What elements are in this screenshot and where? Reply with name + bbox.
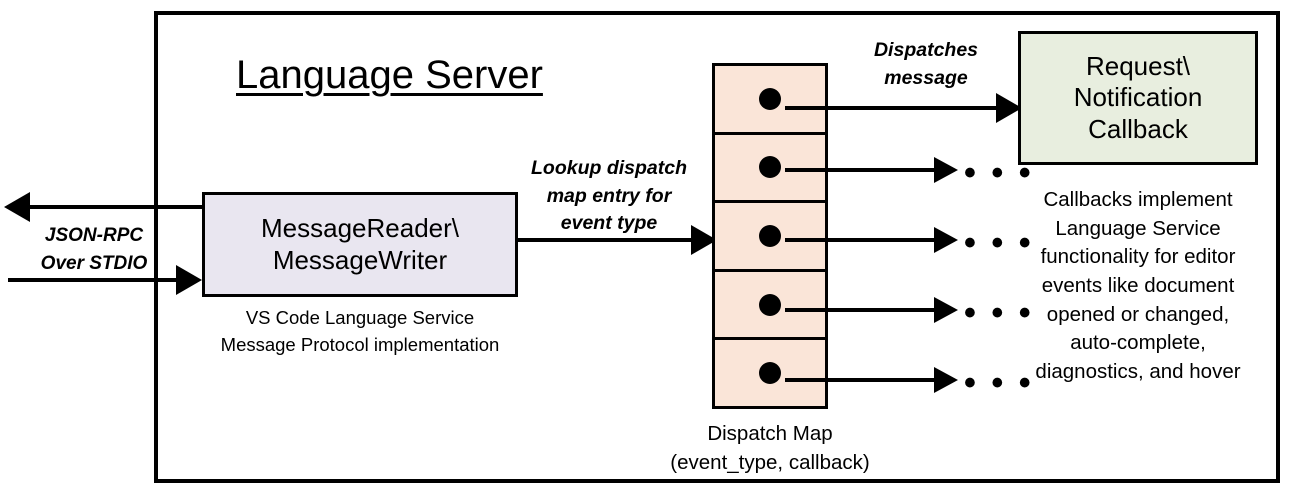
dispatch-arrow-1-line <box>785 106 1020 110</box>
rpc-label-line-2: Over STDIO <box>40 252 148 274</box>
lookup-dispatch-label: Lookup dispatch map entry for event type <box>519 155 699 238</box>
rpc-label-line-1: JSON-RPC <box>44 225 144 246</box>
callback-pointer-dot-icon <box>759 293 781 316</box>
dispatch-arrow-4-line <box>785 308 950 312</box>
ellipsis-row-4: • • • <box>964 294 1034 332</box>
dispatch-map-caption-line-2: (event_type, callback) <box>670 450 870 474</box>
dispatches-label-line-2: message <box>884 66 968 89</box>
message-writer-label: MessageWriter <box>272 244 448 275</box>
callback-box-line-2: Notification <box>1073 82 1203 113</box>
message-reader-label: MessageReader\ <box>261 212 459 243</box>
ellipsis-row-5: • • • <box>964 364 1034 402</box>
message-reader-writer-box[interactable]: MessageReader\ MessageWriter <box>202 192 518 297</box>
lookup-label-line-3: event type <box>560 212 658 235</box>
rpc-transport-label: JSON-RPC Over STDIO <box>14 222 174 277</box>
table-row[interactable] <box>715 272 825 341</box>
language-server-boundary <box>154 11 1280 483</box>
dispatch-map-caption: Dispatch Map (event_type, callback) <box>620 420 920 477</box>
dispatches-label-line-1: Dispatches <box>873 39 979 61</box>
dispatch-arrow-2-line <box>785 168 950 172</box>
lookup-label-line-2: map entry for <box>546 184 672 207</box>
table-row[interactable] <box>715 203 825 272</box>
callback-pointer-dot-icon <box>759 156 781 179</box>
callback-pointer-dot-icon <box>759 87 781 110</box>
callback-box-caption: Callbacks implement Language Service fun… <box>1012 186 1264 387</box>
ellipsis-row-3: • • • <box>964 224 1034 262</box>
callback-caption-line-5: opened or changed, <box>1046 302 1230 326</box>
table-row[interactable] <box>715 66 825 135</box>
table-row[interactable] <box>715 135 825 204</box>
callback-caption-line-4: events like document <box>1041 274 1235 298</box>
callback-pointer-dot-icon <box>759 362 781 385</box>
request-notification-callback-box[interactable]: Request\ Notification Callback <box>1018 31 1258 165</box>
dispatch-arrow-5-line <box>785 378 950 382</box>
inbound-rpc-line <box>8 278 180 282</box>
dispatches-message-label: Dispatches message <box>836 37 1016 92</box>
callback-caption-line-3: functionality for editor <box>1040 245 1236 269</box>
outbound-rpc-arrowhead <box>4 192 30 222</box>
callback-caption-line-7: diagnostics, and hover <box>1035 360 1241 384</box>
dispatch-arrow-3-line <box>785 238 950 242</box>
callback-pointer-dot-icon <box>759 224 781 247</box>
outbound-rpc-line <box>30 205 206 209</box>
message-box-caption: VS Code Language Service Message Protoco… <box>195 305 525 359</box>
callback-caption-line-6: auto-complete, <box>1070 331 1206 355</box>
table-row[interactable] <box>715 340 825 406</box>
dispatch-arrow-4-arrowhead <box>934 297 958 323</box>
dispatch-arrow-2-arrowhead <box>934 157 958 183</box>
callback-caption-line-2: Language Service <box>1055 216 1221 240</box>
callback-box-line-3: Callback <box>1088 113 1188 144</box>
diagram-title: Language Server <box>236 53 543 97</box>
dispatch-map-caption-line-1: Dispatch Map <box>707 422 833 445</box>
inbound-rpc-arrowhead <box>176 265 202 295</box>
lookup-label-line-1: Lookup dispatch <box>531 157 687 179</box>
callback-caption-line-1: Callbacks implement <box>1043 188 1233 211</box>
callback-box-line-1: Request\ <box>1085 51 1191 82</box>
dispatch-arrow-1-arrowhead <box>996 93 1022 123</box>
dispatch-map-table[interactable] <box>712 63 828 409</box>
dispatch-arrow-5-arrowhead <box>934 367 958 393</box>
dispatch-arrow-3-arrowhead <box>934 227 958 253</box>
lookup-dispatch-line <box>515 238 697 242</box>
message-caption-line-2: Message Protocol implementation <box>220 333 500 355</box>
message-caption-line-1: VS Code Language Service <box>245 307 475 328</box>
